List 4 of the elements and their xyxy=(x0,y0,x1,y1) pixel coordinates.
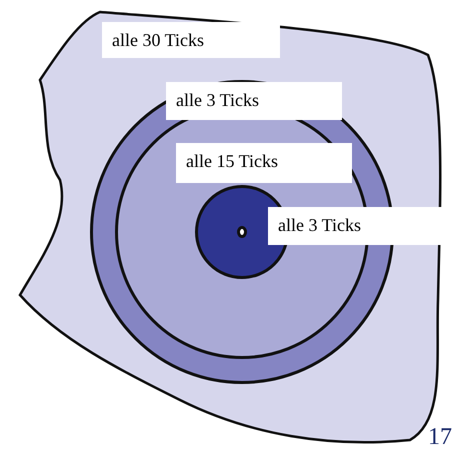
interval-label: alle 3 Ticks xyxy=(166,82,342,120)
interval-label: alle 15 Ticks xyxy=(176,143,352,183)
page-number: 17 xyxy=(428,424,452,451)
interval-label: alle 30 Ticks xyxy=(102,22,280,58)
